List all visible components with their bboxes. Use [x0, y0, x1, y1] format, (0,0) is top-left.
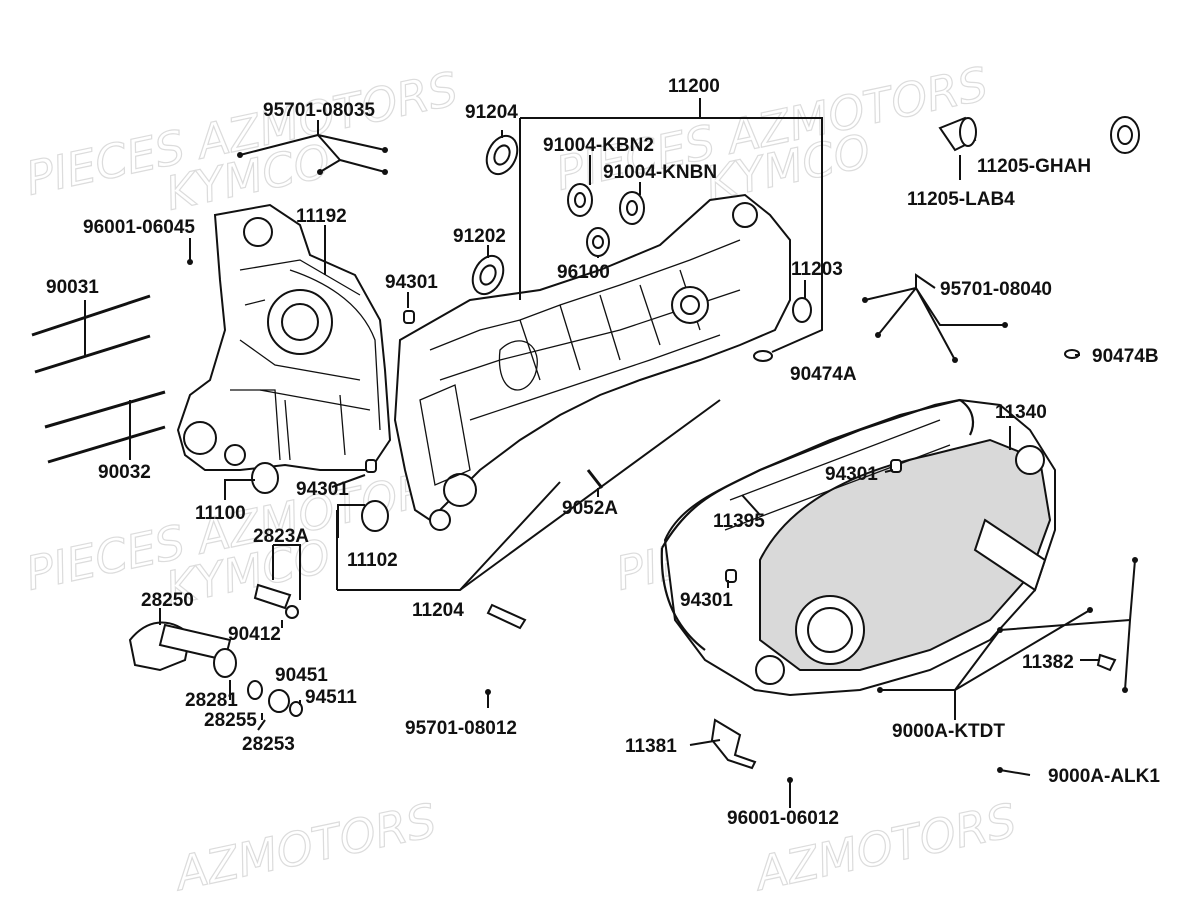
- small-parts-drawing: [31, 116, 1140, 770]
- part-label-90474b: 90474B: [1092, 346, 1159, 367]
- part-label-28255: 28255: [204, 710, 257, 731]
- crankcase-right-drawing: [393, 193, 791, 531]
- part-label-11382: 11382: [1022, 652, 1074, 673]
- part-label-9000a-ktdt: 9000A-KTDT: [892, 721, 1005, 742]
- part-label-11205-lab4: 11205-LAB4: [907, 189, 1015, 210]
- part-label-91004-kbn2: 91004-KBN2: [543, 135, 654, 156]
- part-label-11100: 11100: [195, 503, 246, 524]
- part-label-94511: 94511: [305, 687, 357, 708]
- part-label-9000a-alk1: 9000A-ALK1: [1048, 766, 1160, 787]
- part-label-94301-lower: 94301: [680, 590, 733, 611]
- part-label-28253: 28253: [242, 734, 295, 755]
- part-label-9052a: 9052A: [562, 498, 618, 519]
- part-label-91202: 91202: [453, 226, 506, 247]
- part-label-90451: 90451: [275, 665, 328, 686]
- part-label-11200: 11200: [668, 76, 720, 97]
- part-label-94301-upper: 94301: [385, 272, 438, 293]
- part-label-28250: 28250: [141, 590, 194, 611]
- part-label-28281: 28281: [185, 690, 238, 711]
- part-label-90032: 90032: [98, 462, 151, 483]
- part-label-11381: 11381: [625, 736, 677, 757]
- part-label-11205-ghah: 11205-GHAH: [977, 156, 1091, 177]
- part-label-95701-08012: 95701-08012: [405, 718, 517, 739]
- part-label-11395: 11395: [713, 511, 765, 532]
- part-label-95701-08040: 95701-08040: [940, 279, 1052, 300]
- part-label-91004-knbn: 91004-KNBN: [603, 162, 717, 183]
- part-label-90031: 90031: [46, 277, 99, 298]
- part-label-96001-06045: 96001-06045: [83, 217, 195, 238]
- leader-dots: [187, 147, 1138, 783]
- transmission-cover-drawing: KYMCO: [663, 398, 1056, 697]
- part-label-11204: 11204: [412, 600, 464, 621]
- part-label-11102: 11102: [347, 550, 398, 571]
- part-label-96100: 96100: [557, 262, 610, 283]
- gasket-drawing: [660, 398, 975, 651]
- part-label-11203: 11203: [791, 259, 843, 280]
- part-label-11340: 11340: [995, 402, 1047, 423]
- part-label-94301-cover: 94301: [825, 464, 878, 485]
- part-label-95701-08035: 95701-08035: [263, 100, 375, 121]
- part-label-90474a: 90474A: [790, 364, 857, 385]
- part-label-94301-left: 94301: [296, 479, 349, 500]
- crankcase-left-drawing: [176, 203, 392, 471]
- part-label-96001-06012: 96001-06012: [727, 808, 839, 829]
- part-label-91204: 91204: [465, 102, 518, 123]
- part-labels: 11200 95701-08035 91204 91004-KBN2 91004…: [46, 76, 1160, 829]
- leader-lines: [84, 98, 1136, 808]
- watermark-text: AZMOTORS: [168, 793, 441, 900]
- part-label-11192: 11192: [296, 206, 347, 227]
- part-label-90412: 90412: [228, 624, 281, 645]
- part-label-2823a: 2823A: [253, 526, 309, 547]
